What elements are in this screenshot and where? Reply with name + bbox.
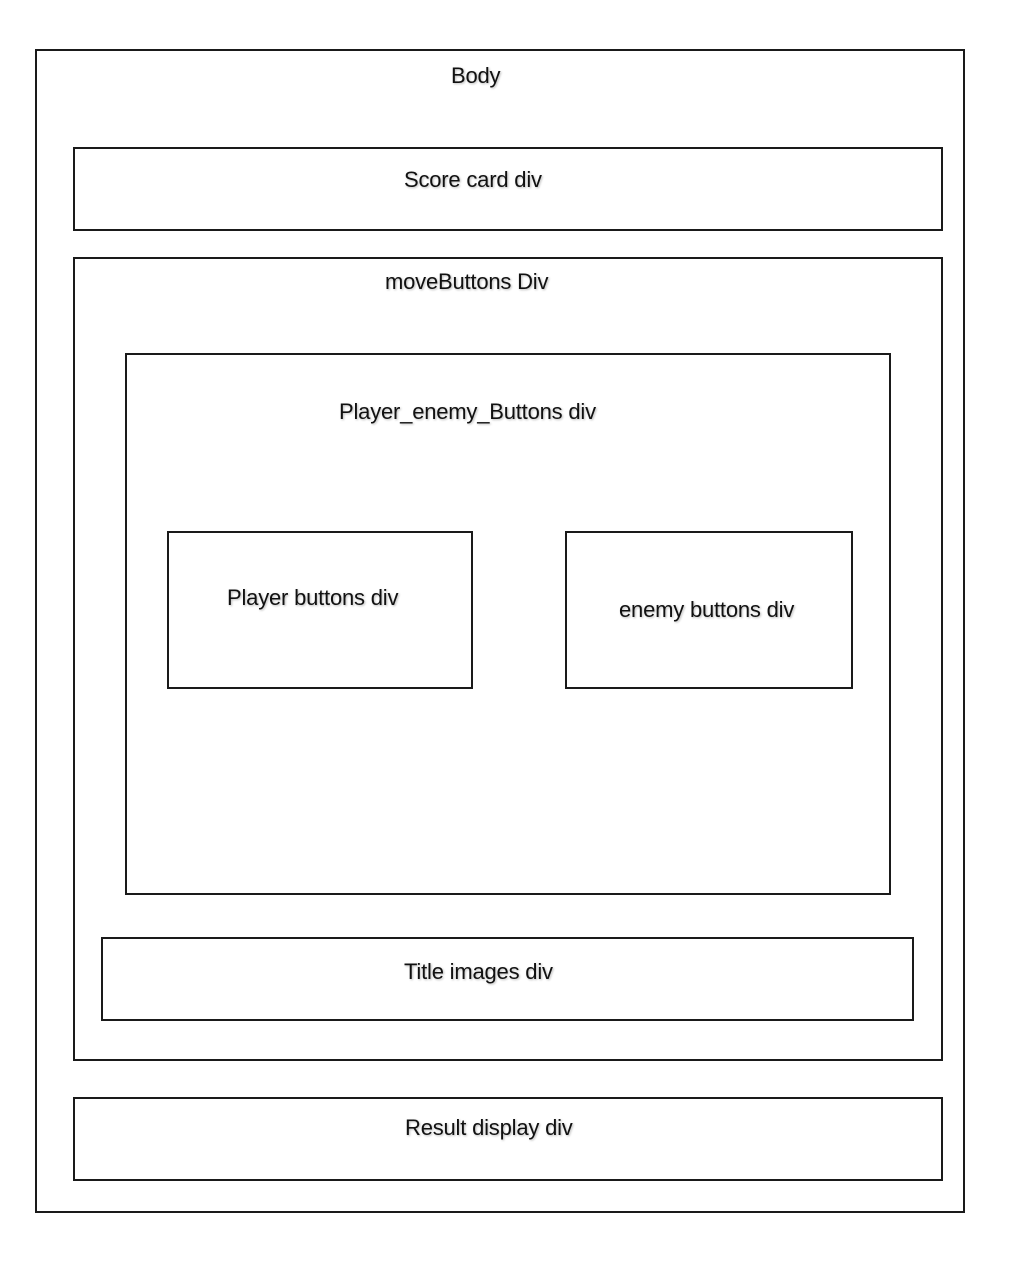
enemy-buttons-box [565,531,853,689]
body-label: Body [451,63,501,88]
body-box [35,49,965,1213]
score-card-label: Score card div [404,167,542,192]
enemy-buttons-label: enemy buttons div [619,597,795,622]
title-images-label: Title images div [404,959,553,984]
move-buttons-box [73,257,943,1061]
move-buttons-label: moveButtons Div [385,269,549,294]
player-enemy-buttons-box [125,353,891,895]
result-display-box [73,1097,943,1181]
player-enemy-buttons-label: Player_enemy_Buttons div [339,399,596,424]
result-display-label: Result display div [405,1115,573,1140]
player-buttons-label: Player buttons div [227,585,399,610]
score-card-box [73,147,943,231]
player-buttons-box [167,531,473,689]
title-images-box [101,937,914,1021]
